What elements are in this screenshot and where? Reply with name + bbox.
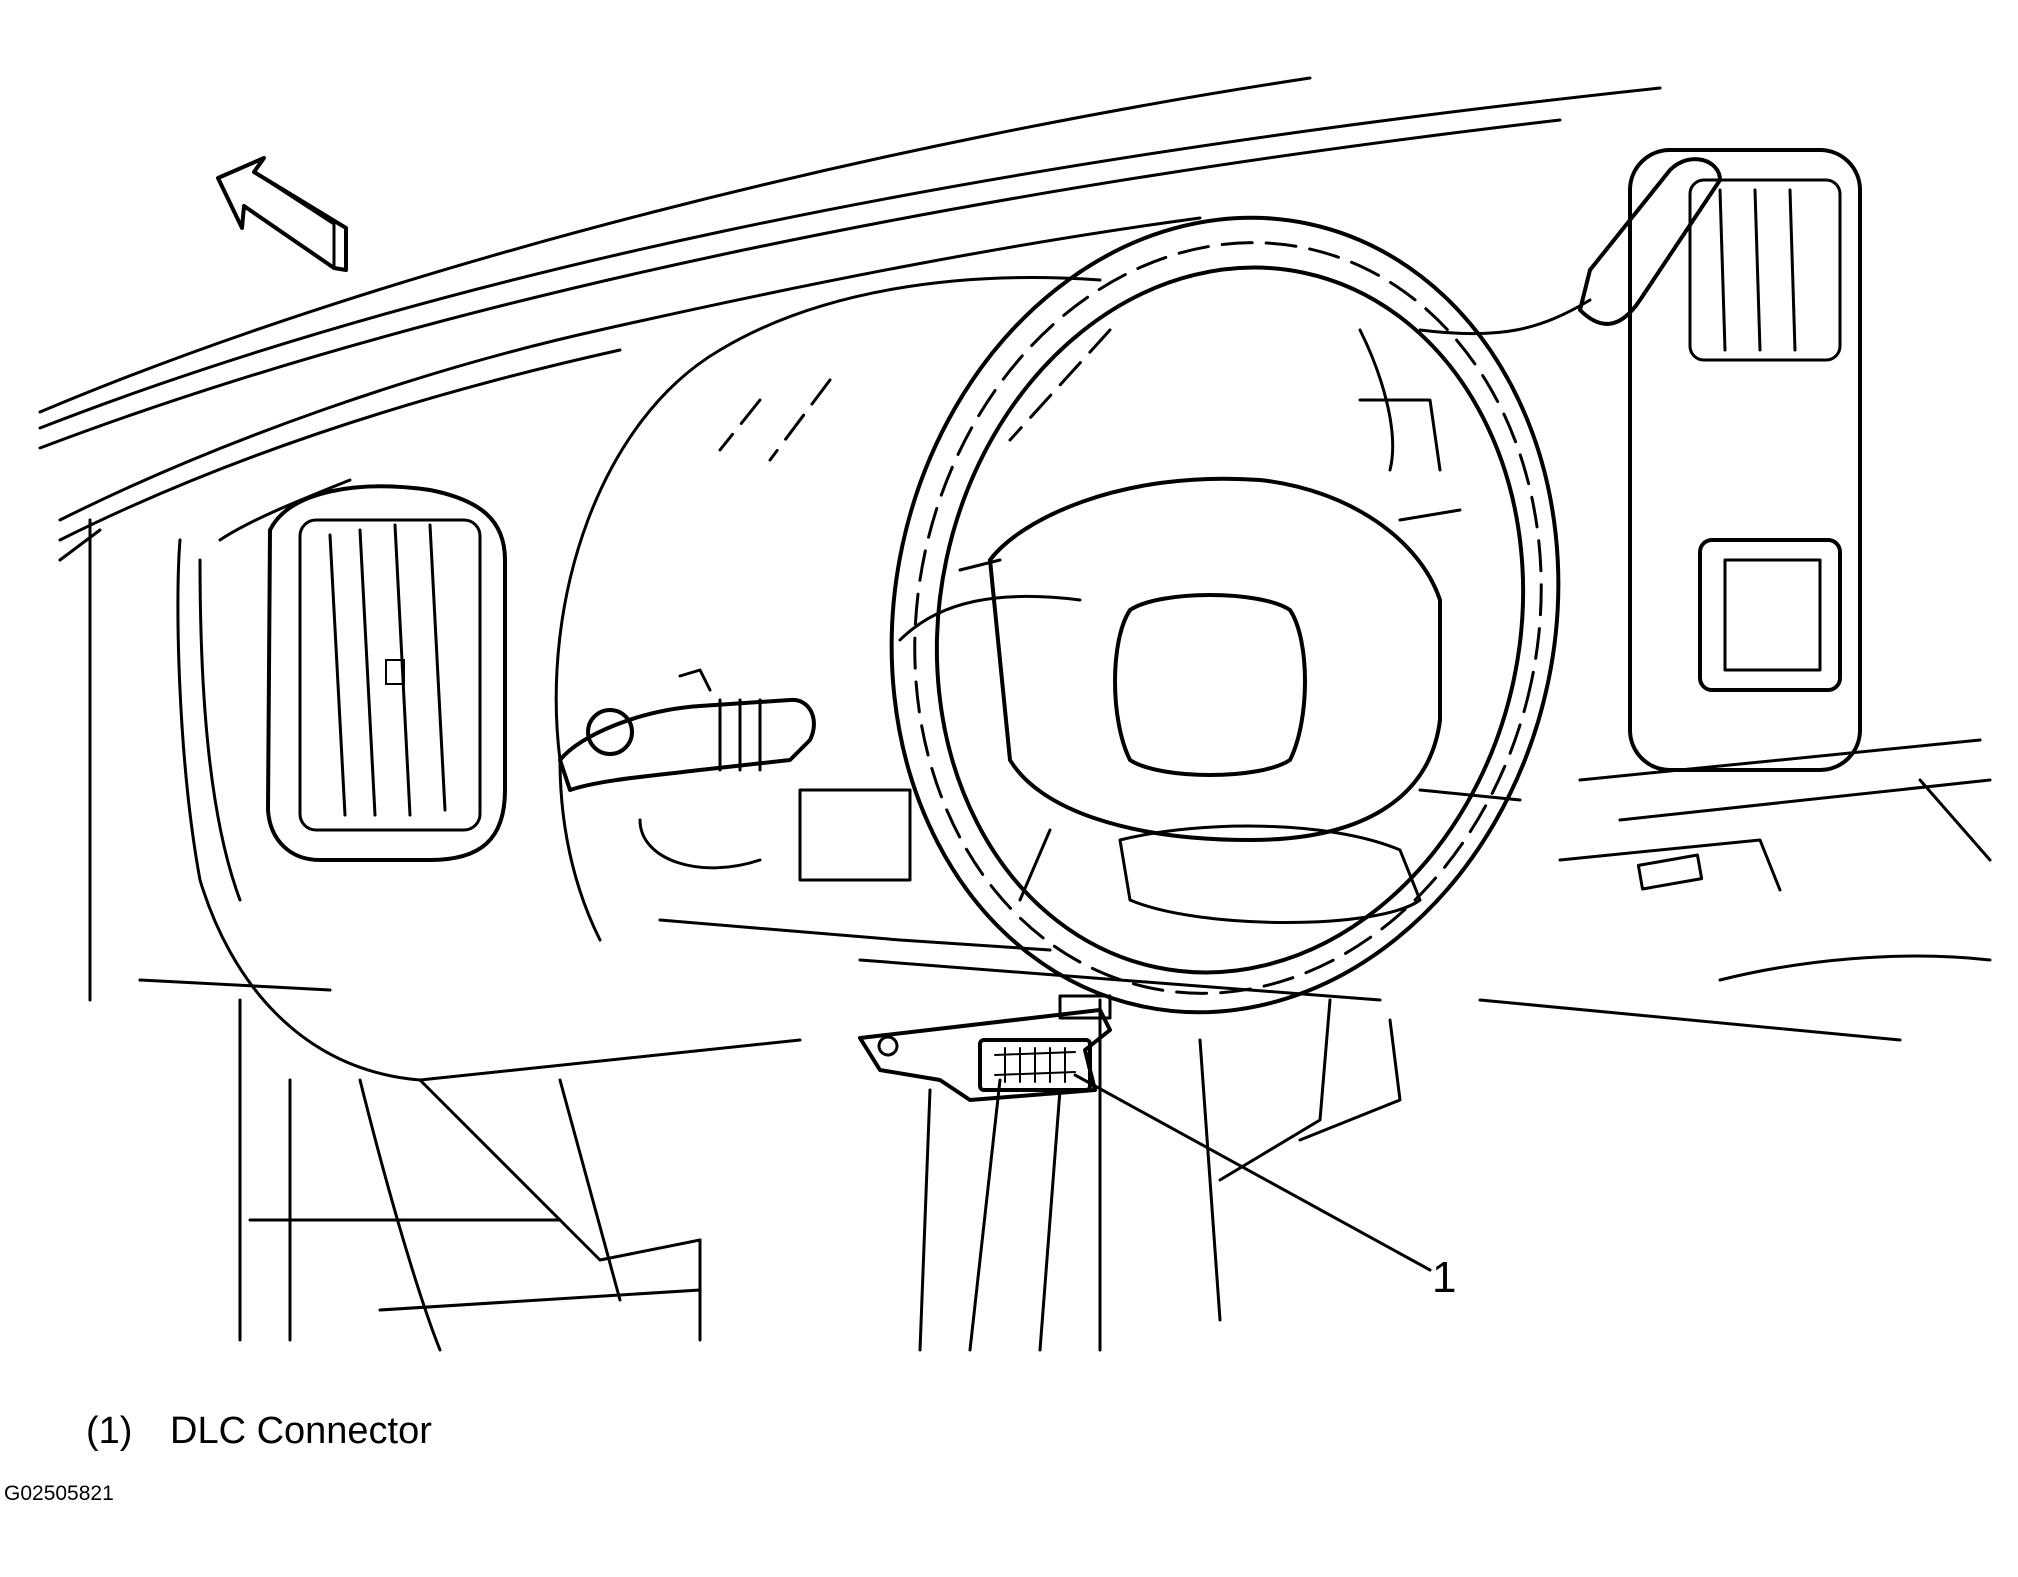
- legend: (1) DLC Connector: [86, 1410, 432, 1453]
- dlc-connector: [858, 994, 1112, 1102]
- dash-top-lines: [38, 76, 1662, 1002]
- right-dash-panel: [1358, 148, 1992, 1042]
- figure-id: G02505821: [4, 1482, 114, 1505]
- steering-column: [558, 594, 1082, 882]
- callout-number: 1: [1432, 1253, 1456, 1302]
- left-air-vent: [266, 484, 507, 862]
- left-dash-panel: [176, 478, 802, 1352]
- callout-1: 1: [1073, 1073, 1456, 1302]
- legend-label: DLC Connector: [170, 1410, 432, 1452]
- steering-wheel: [889, 215, 1561, 1015]
- instrument-cluster-hood: [554, 276, 1112, 952]
- legend-number: (1): [86, 1410, 133, 1452]
- forward-direction-arrow-icon: [216, 156, 348, 272]
- lower-dash: [858, 958, 1402, 1352]
